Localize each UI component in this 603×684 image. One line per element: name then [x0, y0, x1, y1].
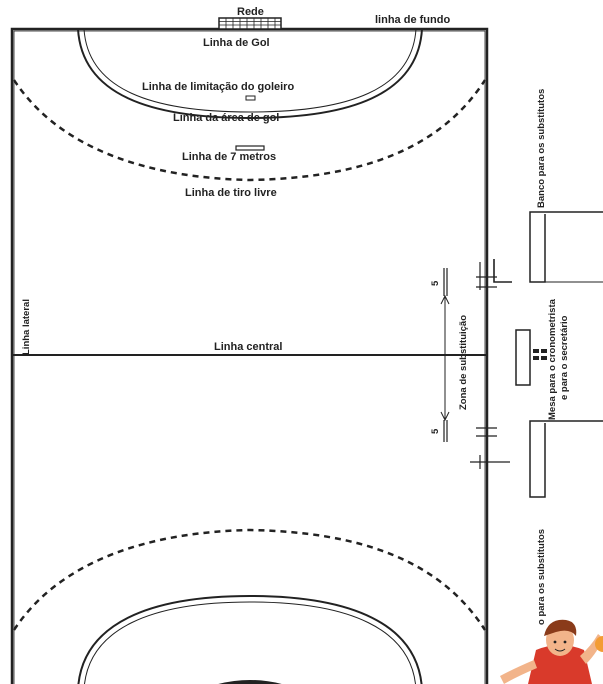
net-label: Rede: [237, 6, 264, 18]
goalkeeper-limit-line-label: Linha de limitação do goleiro: [142, 81, 294, 93]
cartoon-player-icon: [500, 619, 603, 684]
goal-area-line-bottom-inner: [84, 601, 416, 684]
free-throw-line-bottom: [12, 528, 487, 631]
bottom-goal-hint: [218, 680, 282, 684]
mark-bottom-label: 5: [430, 428, 441, 434]
substitution-zone-arrow-bottom: [440, 411, 450, 422]
court-boundary-inner: [13, 30, 486, 684]
net-mesh: [219, 18, 281, 29]
end-line-label: linha de fundo: [375, 14, 450, 26]
bench-bottom-box: [529, 420, 603, 498]
goal-area-line-top: [77, 28, 423, 120]
bench-bottom-label: o para os substitutos: [536, 529, 547, 625]
goal-area-line-bottom: [77, 594, 423, 684]
mark-top-label: 5: [430, 280, 441, 286]
free-throw-line-top: [12, 79, 487, 182]
seven-meter-mark: [235, 145, 265, 151]
goal-area-line-label: Linha da área de gol: [173, 112, 279, 124]
seven-meter-line-label: Linha de 7 metros: [182, 151, 276, 163]
bench-top-label: Banco para os substitutos: [536, 89, 547, 208]
side-line-label: Linha lateral: [21, 299, 32, 355]
bench-top-box: [529, 211, 603, 283]
substitution-zone-arrow-top: [440, 294, 450, 305]
goal-line-label: Linha de Gol: [203, 37, 270, 49]
court-boundary: [10, 27, 489, 684]
substitution-zone-label: Zona de substituição: [458, 315, 469, 410]
goalkeeper-limit-mark: [245, 95, 256, 101]
l-marker: [493, 259, 512, 283]
timekeeper-label-1: Mesa para o cronometrista: [547, 298, 558, 420]
net-icon: [218, 17, 282, 30]
timekeeper-table-box: [515, 329, 531, 386]
free-throw-line-label: Linha de tiro livre: [185, 187, 277, 199]
center-line-label: Linha central: [214, 341, 282, 353]
timekeeper-seats: [533, 349, 547, 360]
timekeeper-label-2: e para o secretário: [559, 315, 570, 400]
substitution-zone-ticks: [443, 262, 510, 469]
goal-area-line-top-inner: [83, 28, 417, 113]
